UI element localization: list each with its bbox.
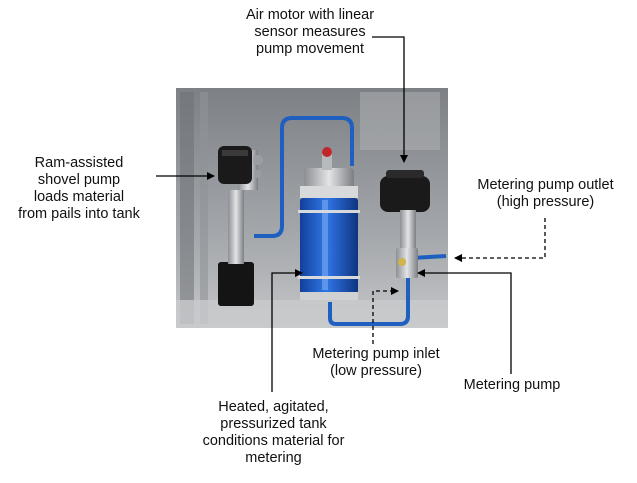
shovel-pump [218, 146, 263, 306]
equipment-photo [176, 88, 448, 328]
arrow-tank [271, 269, 303, 392]
label-air-motor: Air motor with linear sensor measures pu… [245, 7, 375, 57]
arrow-inlet [372, 287, 399, 344]
arrow-air-motor [372, 36, 408, 163]
label-inlet: Metering pump inlet (low pressure) [312, 346, 440, 379]
callout-lines [156, 36, 546, 392]
arrow-outlet [454, 218, 546, 262]
label-shovel-pump: Ram-assisted shovel pump loads material … [18, 155, 140, 222]
agitated-tank [298, 147, 360, 300]
hose-tank-to-pump [328, 272, 410, 326]
arrow-metering-pump [417, 269, 512, 374]
label-outlet: Metering pump outlet (high pressure) [477, 177, 614, 210]
label-metering-pump: Metering pump [463, 377, 561, 393]
hose-shovel-to-tank [254, 116, 354, 238]
label-tank: Heated, agitated, pressurized tank condi… [202, 399, 345, 466]
metering-pump [380, 170, 430, 278]
